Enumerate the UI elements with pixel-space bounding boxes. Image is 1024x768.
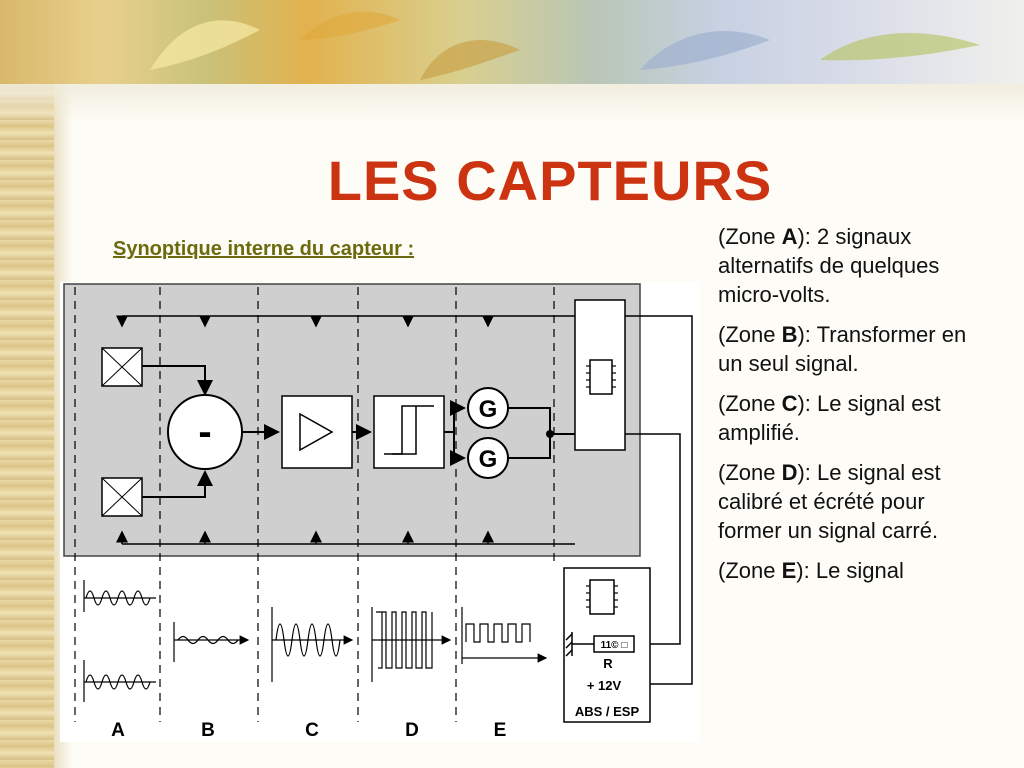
diagram-subtitle: Synoptique interne du capteur : [113, 238, 415, 260]
generator-top-label: G [479, 396, 498, 423]
top-decorative-banner [0, 0, 1024, 124]
zone-a-description: (Zone A): 2 signaux alternatifs de quelq… [718, 224, 940, 307]
resistor-label: R [603, 656, 613, 671]
ecu-label: ABS / ESP [575, 704, 640, 719]
zone-label-c: C [305, 720, 319, 741]
zone-d-description: (Zone D): Le signal est calibré et écrét… [718, 460, 941, 543]
subtractor-block: - [167, 394, 243, 470]
schmitt-trigger-block [373, 395, 445, 469]
sensor-diagram-svg: - G G [60, 282, 700, 742]
generator-bottom-label: G [479, 446, 498, 473]
generator-bottom: G [467, 437, 509, 479]
resistor-value: 11© □ [601, 640, 628, 651]
external-connection-wires [625, 315, 693, 685]
signal-zone-d [371, 607, 452, 682]
signal-zone-e [461, 607, 548, 664]
supply-rail-bottom [116, 530, 575, 545]
wires-d-to-generators [444, 400, 466, 466]
minus-symbol: - [198, 410, 211, 454]
signal-zone-b [173, 622, 250, 662]
page-title: LES CAPTEURS [327, 149, 773, 212]
signal-zone-a [83, 580, 156, 702]
sensor-synoptic-diagram: - G G [60, 282, 700, 742]
zone-e-description: (Zone E): Le signal [718, 558, 904, 583]
amplifier-block [281, 395, 353, 469]
zone-b-description: (Zone B): Transformer en un seul signal. [718, 322, 967, 376]
resistor-symbol [593, 635, 635, 653]
hall-element-top [101, 347, 143, 387]
generator-top: G [467, 387, 509, 429]
sensor-to-subtractor-wires [142, 365, 213, 498]
sensor-connector-block [574, 299, 626, 451]
zone-descriptions: (Zone A): 2 signaux alternatifs de quelq… [718, 222, 980, 596]
zone-label-b: B [201, 720, 215, 741]
zone-label-d: D [405, 720, 419, 741]
generator-output-wires [508, 407, 575, 459]
ecu-box: 11© □ R + 12V ABS / ESP [563, 567, 651, 723]
zone-c-description: (Zone C): Le signal est amplifié. [718, 391, 941, 445]
junction-dot [546, 430, 554, 438]
ground-symbol [565, 632, 594, 657]
zone-label-a: A [111, 720, 125, 741]
hall-element-bottom [101, 477, 143, 517]
banner-leaves-art [150, 11, 980, 80]
supply-rail-top [116, 315, 575, 328]
zone-label-e: E [494, 720, 507, 741]
zone-letter-labels: A B C D E [111, 720, 506, 741]
signal-zone-c [271, 607, 354, 682]
zone-separators [74, 287, 555, 722]
supply-voltage-label: + 12V [587, 678, 622, 693]
